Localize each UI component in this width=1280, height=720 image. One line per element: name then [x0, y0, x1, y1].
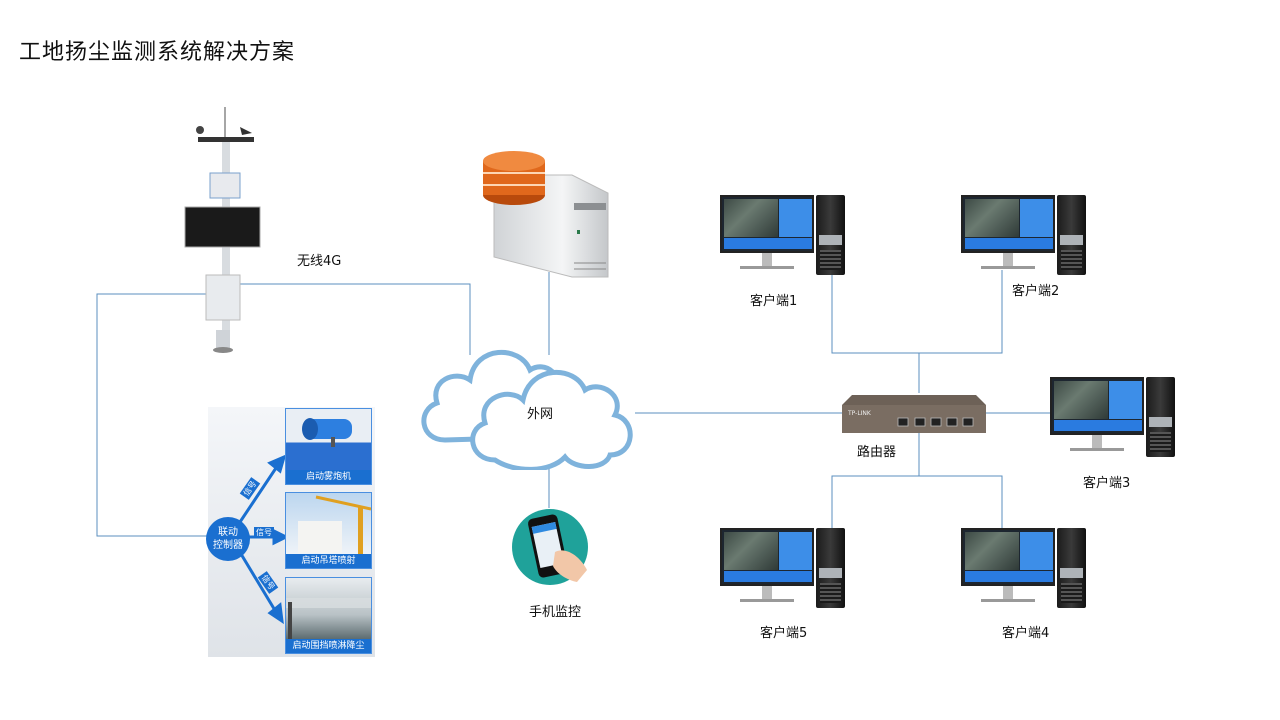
- action-caption: 启动雾炮机: [286, 470, 371, 484]
- client-label-4: 客户端4: [1002, 626, 1050, 641]
- router-brand: TP-LINK: [847, 410, 872, 417]
- line-router-to-top-clients: [831, 270, 1003, 354]
- signal-arrows: [236, 454, 290, 625]
- pc-tower-icon: [1057, 528, 1086, 608]
- wireless-4g-label: 无线4G: [297, 254, 342, 269]
- action-caption: 启动吊塔喷射: [286, 554, 371, 568]
- line-station-to-controller: [96, 293, 208, 537]
- action-tower-spray: 启动吊塔喷射: [285, 492, 372, 569]
- client-computer-5: [720, 528, 845, 610]
- controller-label-line2: 控制器: [213, 540, 243, 551]
- database-stack-icon: [483, 151, 545, 205]
- mobile-phone: [511, 508, 589, 586]
- client-computer-1: [720, 195, 845, 277]
- database-server: [482, 145, 612, 280]
- monitor-icon: [720, 528, 814, 586]
- action-caption: 启动围挡喷淋降尘: [286, 639, 371, 653]
- internet-cloud: 外网: [415, 335, 640, 472]
- phone-label: 手机监控: [529, 605, 582, 620]
- line-router-to-bottom-clients: [831, 475, 1003, 528]
- cloud-label: 外网: [527, 407, 554, 422]
- client-computer-2: [961, 195, 1086, 277]
- controller-label-line1: 联动: [218, 527, 238, 538]
- line-station-to-cloud: [238, 283, 471, 355]
- client-label-2: 客户端2: [1012, 284, 1060, 299]
- monitor-station-icon: [184, 107, 261, 353]
- action-fog-cannon: 启动雾炮机: [285, 408, 372, 485]
- linkage-controller: 联动 控制器: [206, 517, 250, 561]
- page-title: 工地扬尘监测系统解决方案: [19, 40, 296, 65]
- client-computer-3: [1050, 377, 1175, 459]
- monitor-icon: [961, 195, 1055, 253]
- client-label-3: 客户端3: [1083, 476, 1131, 491]
- router-icon: TP-LINK: [842, 395, 986, 433]
- pc-tower-icon: [816, 528, 845, 608]
- pc-tower-icon: [1146, 377, 1175, 457]
- monitor-icon: [961, 528, 1055, 586]
- dust-monitor-station: [180, 105, 270, 355]
- monitor-icon: [1050, 377, 1144, 435]
- fog-cannon-icon: [302, 418, 352, 447]
- client-label-1: 客户端1: [750, 294, 798, 309]
- signal-label: 信号: [254, 527, 274, 538]
- router-label: 路由器: [857, 445, 897, 460]
- fence-spray-icon: [286, 598, 371, 640]
- action-fence-spray: 启动围挡喷淋降尘: [285, 577, 372, 654]
- pc-tower-icon: [1057, 195, 1086, 275]
- tower-crane-icon: [298, 495, 371, 555]
- client-computer-4: [961, 528, 1086, 610]
- pc-tower-icon: [816, 195, 845, 275]
- phone-icon: [512, 509, 588, 585]
- router: TP-LINK: [842, 393, 986, 433]
- server-icon: [483, 151, 609, 278]
- cloud-icon: [421, 349, 633, 472]
- client-label-5: 客户端5: [760, 626, 808, 641]
- monitor-icon: [720, 195, 814, 253]
